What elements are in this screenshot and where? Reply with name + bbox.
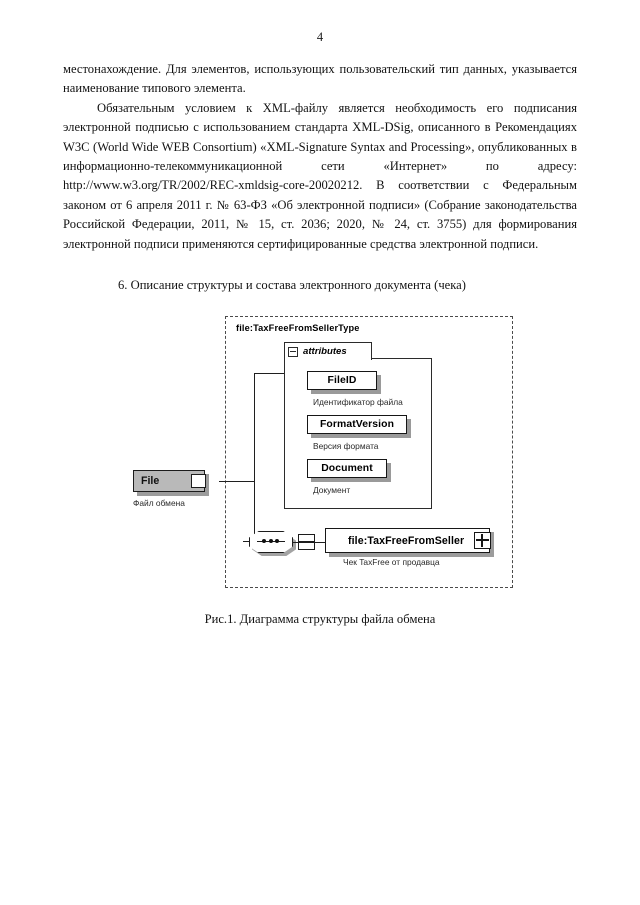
complextype-boundary — [225, 316, 513, 588]
complextype-title: file:TaxFreeFromSellerType — [236, 323, 360, 333]
minus-icon[interactable] — [288, 346, 298, 357]
root-element-node-file[interactable]: File — [133, 470, 209, 496]
node-box: Document — [307, 459, 387, 478]
element-label-taxfreefromseller: file:TaxFreeFromSeller — [348, 534, 465, 547]
connector-stub-to-element — [314, 541, 326, 543]
attributes-label: attributes — [303, 346, 347, 357]
connector-branch-to-sequence-vertical — [254, 480, 256, 542]
node-box: file:TaxFreeFromSeller — [325, 528, 490, 553]
figure-caption: Рис.1. Диаграмма структуры файла обмена — [204, 612, 436, 626]
root-element-label: File — [141, 475, 160, 487]
connector-branch-to-attributes — [254, 373, 285, 375]
element-node-taxfreefromseller[interactable]: file:TaxFreeFromSeller — [325, 528, 494, 557]
plus-icon[interactable] — [474, 532, 491, 549]
attribute-node-fileid[interactable]: FileID — [307, 371, 381, 394]
node-box: FileID — [307, 371, 377, 390]
attributes-tab[interactable]: attributes — [284, 342, 372, 360]
sequence-dots — [257, 539, 285, 544]
page-number: 4 — [316, 30, 324, 44]
connector-branch-vertical — [254, 373, 256, 481]
paragraph-2: Обязательным условием к XML-файлу являет… — [63, 100, 577, 251]
attribute-caption-formatversion: Версия формата — [313, 441, 379, 451]
attribute-caption-document: Документ — [313, 485, 351, 495]
xsd-structure-diagram: file:TaxFreeFromSellerType File Файл обм… — [133, 316, 515, 590]
attribute-label-document: Document — [321, 463, 373, 474]
paragraph-1: местонахождение. Для элементов, использу… — [63, 62, 577, 96]
body-text: местонахождение. Для элементов, использу… — [63, 60, 577, 254]
node-box: FormatVersion — [307, 415, 407, 434]
attribute-label-formatversion: FormatVersion — [319, 419, 395, 430]
expand-stub-icon[interactable] — [191, 473, 206, 488]
attributes-frame — [284, 357, 433, 509]
attribute-caption-fileid: Идентификатор файла — [313, 397, 403, 407]
connector-sequence-to-stub — [292, 541, 300, 543]
attribute-node-document[interactable]: Document — [307, 459, 391, 482]
occurrence-stub-icon[interactable] — [298, 534, 315, 550]
sequence-icon[interactable] — [249, 531, 296, 556]
connector-file-to-branch — [219, 480, 255, 482]
attribute-label-fileid: FileID — [327, 375, 357, 386]
element-caption-taxfreefromseller: Чек TaxFree от продавца — [343, 557, 440, 567]
root-element-caption: Файл обмена — [133, 498, 185, 508]
section-heading: 6. Описание структуры и состава электрон… — [118, 278, 466, 292]
attribute-node-formatversion[interactable]: FormatVersion — [307, 415, 411, 438]
